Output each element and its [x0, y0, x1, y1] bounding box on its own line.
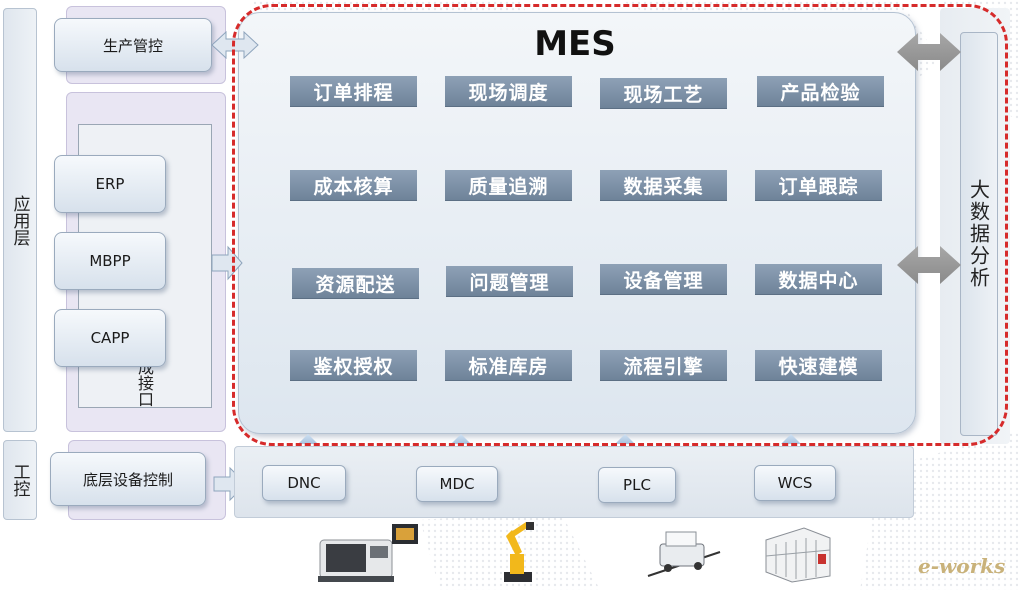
- plc-button[interactable]: PLC: [598, 467, 676, 503]
- up-arrow-icon: [781, 434, 801, 444]
- agv-cart-picture: [647, 531, 721, 577]
- bottom-control-label: 底层设备控制: [82, 470, 173, 489]
- application-layer-label: 应用层: [3, 8, 37, 432]
- module-workflow-engine[interactable]: 流程引擎: [600, 350, 727, 380]
- application-layer-text: 应用层: [9, 194, 30, 246]
- bottom-control-button[interactable]: 底层设备控制: [50, 452, 206, 506]
- module-product-inspection[interactable]: 产品检验: [757, 76, 884, 106]
- module-resource-delivery[interactable]: 资源配送: [292, 268, 419, 298]
- mes-title: MES: [534, 24, 616, 64]
- module-order-scheduling[interactable]: 订单排程: [290, 76, 417, 106]
- module-rapid-modeling[interactable]: 快速建模: [755, 350, 882, 380]
- plc-label: PLC: [623, 476, 651, 494]
- up-arrow-icon: [451, 434, 471, 444]
- industrial-control-layer-text: 工控: [9, 463, 30, 497]
- industrial-control-layer-label: 工控: [3, 440, 37, 520]
- mdc-button[interactable]: MDC: [416, 466, 498, 502]
- double-arrow-icon: [897, 246, 961, 284]
- production-control-button[interactable]: 生产管控: [54, 18, 212, 72]
- module-site-dispatch[interactable]: 现场调度: [445, 76, 572, 106]
- module-cost-accounting[interactable]: 成本核算: [290, 170, 417, 200]
- module-standard-warehouse[interactable]: 标准库房: [445, 350, 572, 380]
- dnc-button[interactable]: DNC: [262, 465, 346, 501]
- up-arrow-icon: [298, 434, 318, 444]
- wcs-label: WCS: [777, 474, 813, 492]
- module-data-collection[interactable]: 数据采集: [600, 170, 727, 200]
- wcs-button[interactable]: WCS: [754, 465, 836, 501]
- e-works-watermark: e-works: [918, 554, 1006, 578]
- capp-button[interactable]: CAPP: [54, 309, 166, 367]
- warehouse-rack-picture: [765, 527, 831, 583]
- module-issue-management[interactable]: 问题管理: [446, 266, 573, 296]
- module-order-tracking[interactable]: 订单跟踪: [755, 170, 882, 200]
- double-arrow-icon: [897, 33, 961, 71]
- up-arrow-icon: [615, 434, 635, 444]
- cnc-machine-picture: [318, 524, 418, 582]
- module-quality-trace[interactable]: 质量追溯: [445, 170, 572, 200]
- mes-scope-dashed-outline: [232, 4, 1008, 446]
- industrial-robot-picture: [504, 522, 534, 582]
- module-equipment-management[interactable]: 设备管理: [600, 264, 727, 294]
- mdc-label: MDC: [439, 475, 475, 493]
- erp-label: ERP: [95, 175, 125, 193]
- capp-label: CAPP: [90, 329, 130, 347]
- production-control-label: 生产管控: [102, 36, 163, 55]
- module-site-process[interactable]: 现场工艺: [600, 78, 727, 108]
- erp-button[interactable]: ERP: [54, 155, 166, 213]
- mbpp-button[interactable]: MBPP: [54, 232, 166, 290]
- mbpp-label: MBPP: [89, 252, 131, 270]
- big-data-label: 大数据分析: [966, 179, 991, 289]
- module-authorization[interactable]: 鉴权授权: [290, 350, 417, 380]
- dnc-label: DNC: [287, 474, 321, 492]
- module-data-center[interactable]: 数据中心: [755, 264, 882, 294]
